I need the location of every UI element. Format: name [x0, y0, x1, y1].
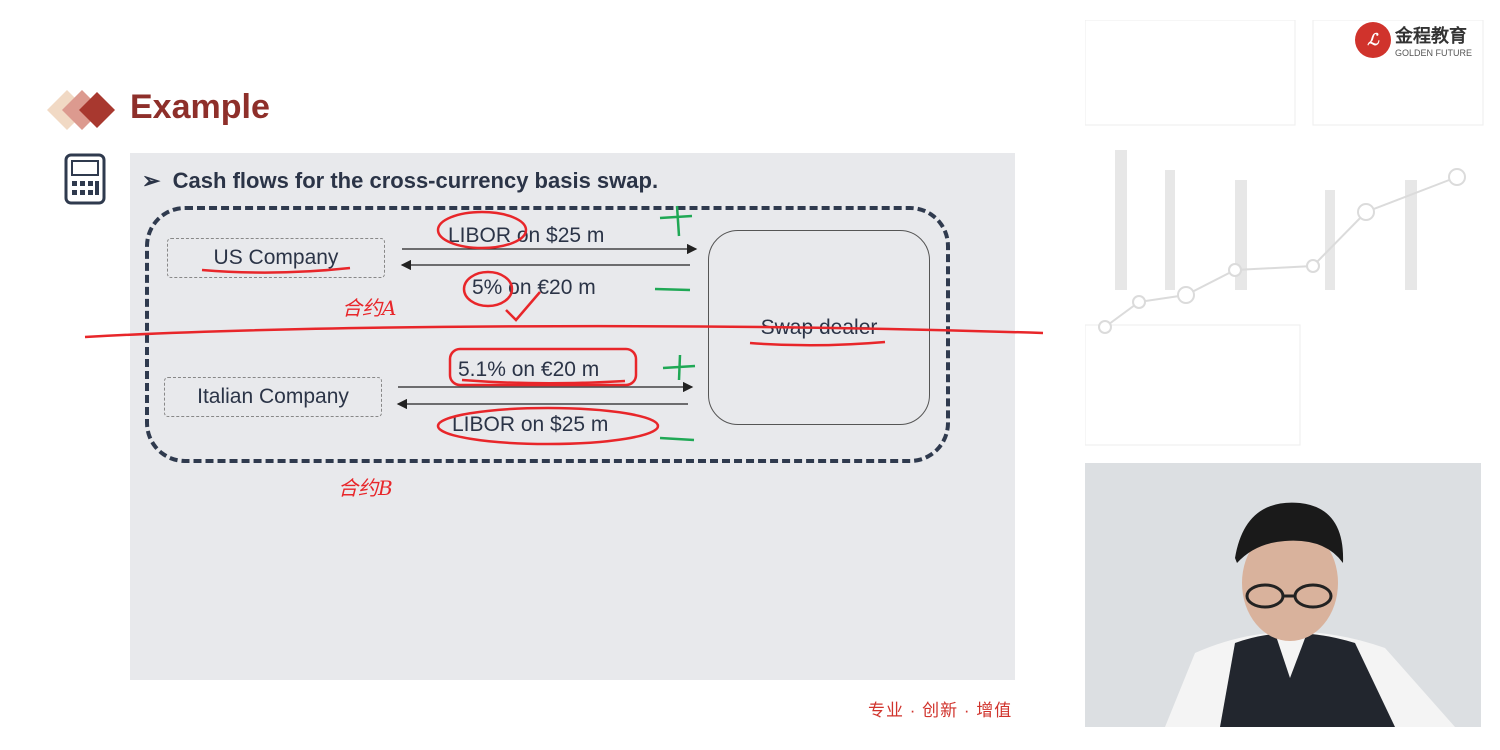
- brand-name: 金程教育: [1395, 26, 1467, 46]
- brand-subtitle: GOLDEN FUTURE: [1395, 48, 1473, 58]
- bullet-text: Cash flows for the cross-currency basis …: [172, 168, 659, 193]
- us-company-box: US Company: [167, 238, 385, 278]
- bullet-point: ➢ Cash flows for the cross-currency basi…: [142, 168, 658, 194]
- handwritten-contract-a: 合约A: [342, 296, 397, 320]
- italian-company-box: Italian Company: [164, 377, 382, 417]
- slide-footer-slogan: 专业 · 创新 · 增值: [868, 701, 1013, 720]
- italian-company-label: Italian Company: [197, 385, 349, 408]
- background-infographic: [1085, 20, 1484, 446]
- ink-divider-line: [84, 324, 1044, 339]
- calculator-icon: [64, 153, 106, 205]
- flow-us-to-dealer: LIBOR on $25 m: [448, 224, 605, 247]
- handwritten-contract-b: 合约B: [338, 476, 393, 500]
- flow-dealer-to-us: 5% on €20 m: [472, 276, 596, 299]
- slide-title: Example: [130, 88, 270, 126]
- arrow-bullet-icon: ➢: [142, 168, 173, 193]
- arrows-and-ink: [84, 205, 1044, 446]
- title-diamonds-icon: [47, 90, 115, 130]
- presenter-figure: [1085, 463, 1481, 727]
- flow-italian-to-dealer: 5.1% on €20 m: [458, 358, 600, 381]
- brand-logo: ℒ 金程教育 GOLDEN FUTURE: [1355, 22, 1472, 58]
- flow-dealer-to-italian: LIBOR on $25 m: [452, 413, 609, 436]
- presenter-video: [1085, 463, 1481, 727]
- us-company-label: US Company: [213, 246, 339, 269]
- logo-emblem-icon: ℒ: [1355, 22, 1391, 58]
